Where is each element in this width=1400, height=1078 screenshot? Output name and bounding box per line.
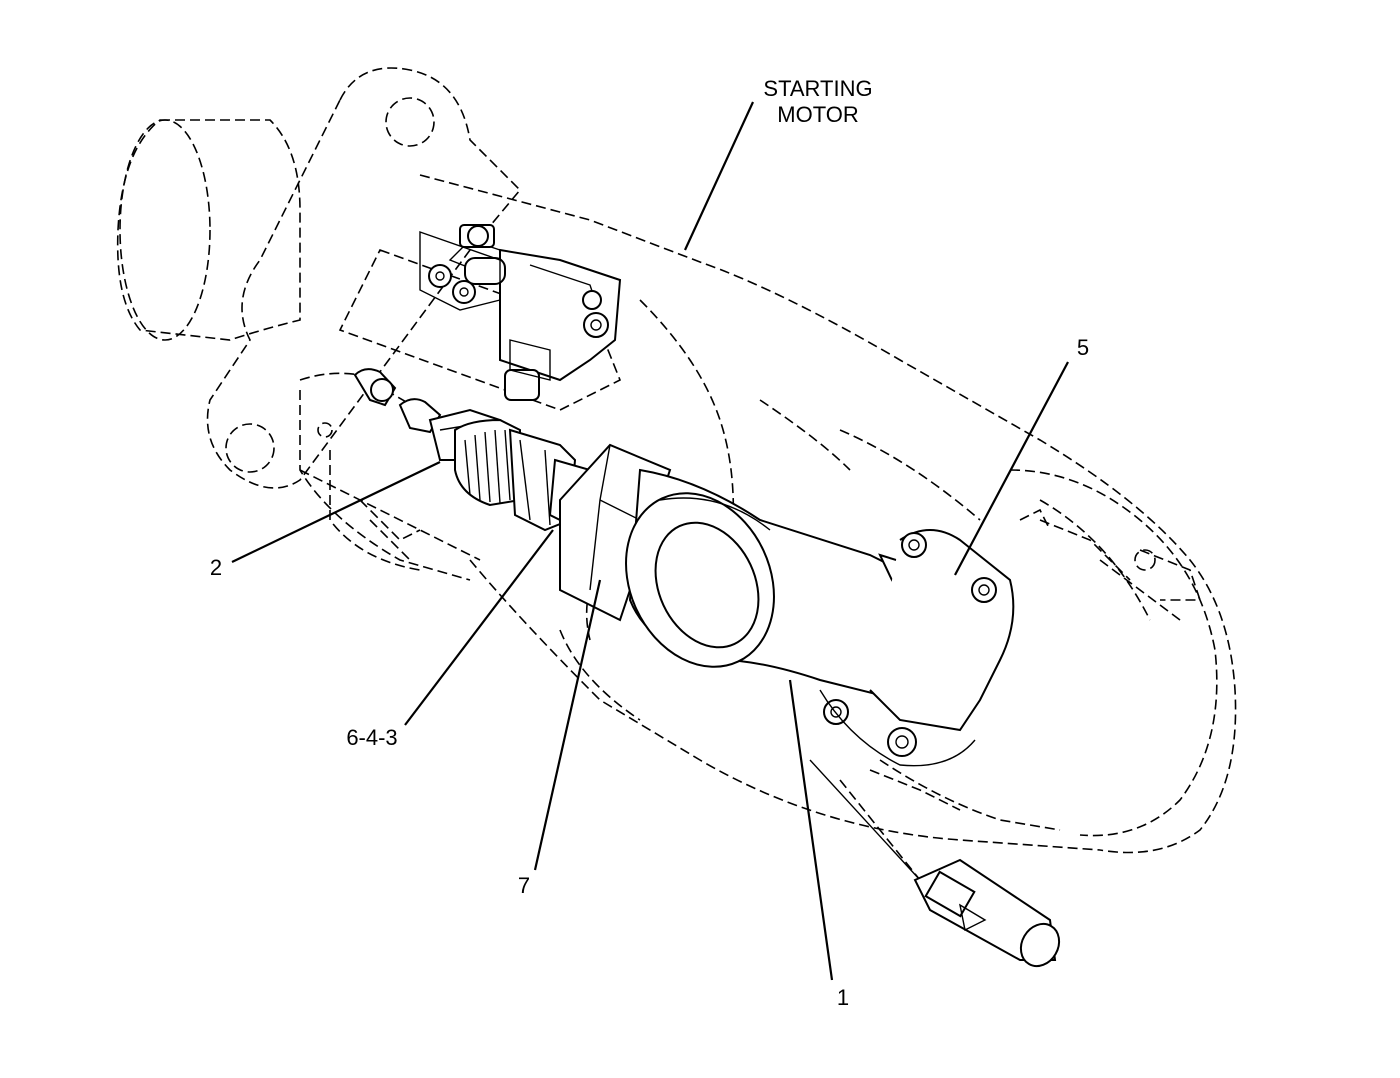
solenoid-assembly: [353, 224, 622, 434]
harness-connector: [809, 759, 1061, 968]
leader-starting-motor: [684, 101, 754, 251]
elbow-adapter: [559, 443, 1015, 767]
label-starting-motor-line1: STARTING: [763, 76, 872, 101]
callout-labels: STARTING MOTOR 5 2 6-4-3 7 1: [210, 76, 1089, 1010]
label-callout-1: 1: [837, 985, 849, 1010]
leader-6-4-3: [404, 529, 554, 726]
leader-7: [533, 579, 602, 871]
label-starting-motor-line2: MOTOR: [777, 102, 858, 127]
label-callout-7: 7: [518, 873, 530, 898]
leader-5: [954, 361, 1069, 576]
leader-1: [788, 679, 834, 981]
leader-lines: [231, 101, 1069, 981]
label-callout-6-4-3: 6-4-3: [346, 725, 397, 750]
motor-phantom-outline: [116, 67, 1237, 881]
label-callout-5: 5: [1077, 335, 1089, 360]
leader-2: [231, 461, 441, 563]
label-callout-2: 2: [210, 555, 222, 580]
